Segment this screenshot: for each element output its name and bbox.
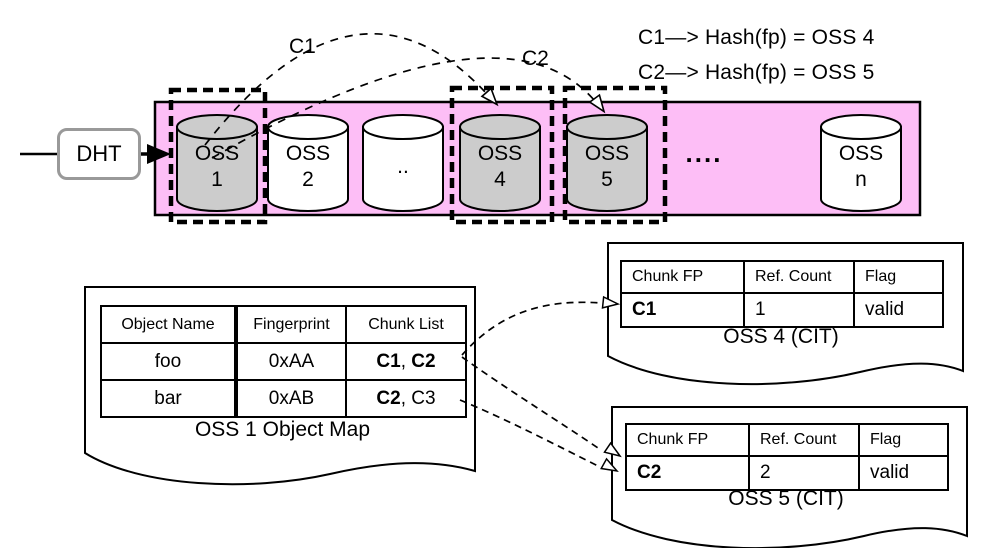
connector-path [459,399,599,467]
cit4-caption: OSS 4 (CIT) [723,325,839,348]
col-ref-count: Ref. Count [748,423,860,457]
dedup-box-oss4 [449,85,555,225]
cylinder-top [176,114,258,140]
flag-cell: valid [853,292,944,328]
cylinder-body [566,126,648,212]
col-chunk-list: Chunk List [345,305,467,344]
chunk-list-cell: C2, C3 [345,379,467,418]
chunk-ref: C2 [411,350,436,372]
connector-path [461,356,602,451]
chunk-fp-cell: C2 [625,455,750,491]
dht-box: DHT [57,128,141,180]
ref-count-cell: 2 [748,455,860,491]
legend-line-c2: C2—> Hash(fp) = OSS 5 [638,61,875,84]
chunk-ref: , C3 [400,387,436,409]
cylinder-body [267,126,349,212]
flag-cell: valid [858,455,949,491]
cylinder-body [362,126,444,212]
object-name-cell: foo [100,342,237,381]
chunk-ref: C1 [376,350,401,372]
connector-bar-to-cit5 [459,399,619,473]
cylinder-body [176,126,258,212]
open-arrowhead-icon [601,295,621,309]
object-map-header-row: Object Name Fingerprint Chunk List [100,305,467,344]
chunk-ref: C2 [376,387,401,409]
open-arrowhead-icon [603,441,622,458]
table-row-foo: foo 0xAA C1, C2 [100,342,467,381]
col-flag: Flag [853,260,944,294]
dedup-box-oss5 [562,85,668,225]
cylinder-top [566,114,648,140]
open-arrowhead-icon [480,87,499,107]
col-chunk-fp: Chunk FP [620,260,745,294]
chunk-route-arc-c1 [204,32,499,146]
cylinder-top [362,114,444,140]
cit5-header-row: Chunk FP Ref. Count Flag [625,423,949,457]
cylinder-body [820,126,902,212]
fingerprint-cell: 0xAB [234,379,347,418]
oss-cylinder-dots [362,114,444,212]
connector-foo-to-cit5 [461,356,622,458]
chunk-fp-cell: C1 [620,292,745,328]
cit5-data-row: C2 2 valid [625,455,949,491]
cit4-table: Chunk FP Ref. Count Flag C1 1 valid [620,260,944,328]
connector-foo-to-cit4 [461,295,621,356]
oss-cylinder-1 [176,114,258,212]
open-arrowhead-icon [600,457,619,473]
dedup-box-oss1 [168,87,268,225]
cit5-caption: OSS 5 (CIT) [728,487,844,510]
arc-label-c2: C2 [522,47,549,70]
col-ref-count: Ref. Count [743,260,855,294]
object-name-cell: bar [100,379,237,418]
connector-path [461,301,602,356]
object-map-table: Object Name Fingerprint Chunk List foo 0… [100,305,467,418]
oss-cylinder-2 [267,114,349,212]
cit5-table: Chunk FP Ref. Count Flag C2 2 valid [625,423,949,491]
arc-path [204,32,496,146]
object-map-caption: OSS 1 Object Map [194,418,371,441]
cylinder-top [459,114,541,140]
col-flag: Flag [858,423,949,457]
cit4-data-row: C1 1 valid [620,292,944,328]
cylinder-body [459,126,541,212]
chunk-sep: , [400,350,412,372]
legend-line-c1: C1—> Hash(fp) = OSS 4 [638,26,875,49]
chunk-route-arc-c2 [211,57,606,159]
arrowhead-solid [147,144,171,164]
chunk-list-cell: C1, C2 [345,342,467,381]
fingerprint-cell: 0xAA [234,342,347,381]
oss-cylinder-n [820,114,902,212]
cylinder-top [820,114,902,140]
ring-ellipsis: .... [685,138,723,168]
oss-cylinder-4 [459,114,541,212]
cylinder-top [267,114,349,140]
col-fingerprint: Fingerprint [234,305,347,344]
oss-cylinder-5 [566,114,648,212]
ref-count-cell: 1 [743,292,855,328]
col-chunk-fp: Chunk FP [625,423,750,457]
arc-label-c1: C1 [289,35,316,58]
col-object-name: Object Name [100,305,237,344]
table-row-bar: bar 0xAB C2, C3 [100,379,467,418]
cit4-header-row: Chunk FP Ref. Count Flag [620,260,944,294]
open-arrowhead-icon [588,93,606,114]
